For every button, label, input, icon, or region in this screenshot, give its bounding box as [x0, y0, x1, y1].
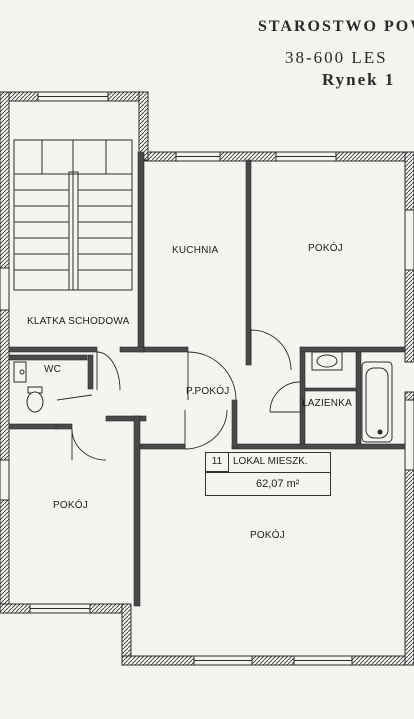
stamp-line-2: 38-600 LES — [285, 48, 388, 67]
unit-number: 11 — [206, 453, 229, 472]
staircase — [13, 139, 133, 291]
unit-area-row: 62,07 m² — [206, 472, 330, 496]
room-label-left: POKÓJ — [53, 500, 88, 511]
room-label-wc: WC — [44, 364, 62, 375]
stamp-line-3: Rynek 1 — [322, 70, 396, 89]
unit-info-box: 11 LOKAL MIESZK. 62,07 m² — [205, 452, 331, 496]
stamp-line-1: STAROSTWO POW — [258, 18, 414, 35]
unit-area: 62,07 — [256, 478, 284, 490]
fixtures — [13, 351, 393, 443]
windows — [0, 91, 414, 666]
interior-walls — [8, 151, 406, 607]
outer-walls — [0, 91, 414, 666]
door-swings — [56, 329, 301, 461]
room-label-hallway: P.POKÓJ — [186, 386, 230, 397]
room-label-top-right: POKÓJ — [308, 243, 343, 254]
room-label-kitchen: KUCHNIA — [172, 245, 219, 256]
room-label-bathroom: ŁAZIENKA — [302, 398, 352, 409]
unit-title: LOKAL MIESZK. — [233, 456, 308, 467]
room-label-stairwell: KLATKA SCHODOWA — [27, 316, 130, 327]
unit-area-unit: m² — [286, 478, 300, 490]
room-label-main: POKÓJ — [250, 530, 285, 541]
